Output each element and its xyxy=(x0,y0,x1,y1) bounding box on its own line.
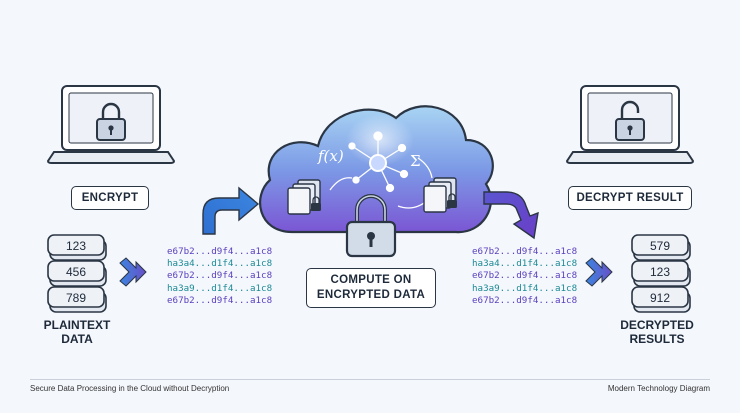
ciphertext-item: ha3a4...d1f4...a1c8 xyxy=(167,258,273,270)
open-lock-icon xyxy=(615,100,645,141)
ciphertext-list-left: e67b2...d9f4...a1c8 ha3a4...d1f4...a1c8 … xyxy=(167,246,272,307)
decrypted-label-line1: DECRYPTED xyxy=(620,318,694,332)
arrow-icon-decrypt xyxy=(483,191,539,240)
footer-caption: Secure Data Processing in the Cloud with… xyxy=(30,384,230,393)
ciphertext-item: ha3a4...d1f4...a1c8 xyxy=(472,258,578,270)
ciphertext-item: e67b2...d9f4...a1c8 xyxy=(167,294,273,306)
plaintext-value-2: 456 xyxy=(66,265,86,279)
encrypt-label: ENCRYPT xyxy=(71,186,149,210)
plaintext-label-line2: DATA xyxy=(61,332,93,346)
arrow-icon-small-right xyxy=(585,257,613,287)
closed-lock-icon xyxy=(96,102,126,141)
ciphertext-list-right: e67b2...d9f4...a1c8 ha3a4...d1f4...a1c8 … xyxy=(472,246,577,307)
decrypt-result-label: DECRYPT RESULT xyxy=(568,186,692,210)
decrypted-value-1: 579 xyxy=(650,239,670,253)
footer-tag: Modern Technology Diagram xyxy=(607,384,710,393)
arrow-icon-small-left xyxy=(119,257,147,287)
server-stack-icon-right xyxy=(631,234,691,313)
center-lock-icon xyxy=(345,194,397,258)
document-stack-icon-right xyxy=(423,177,457,213)
decrypted-label-line2: RESULTS xyxy=(629,332,685,346)
function-symbol: f(x) xyxy=(317,147,344,165)
network-node-icon xyxy=(348,131,409,193)
document-stack-icon-left xyxy=(287,179,321,215)
ciphertext-item: e67b2...d9f4...a1c8 xyxy=(472,294,578,306)
ciphertext-item: e67b2...d9f4...a1c8 xyxy=(472,270,578,282)
decrypted-results-label: DECRYPTED RESULTS xyxy=(614,318,700,346)
compute-label-line1: COMPUTE ON xyxy=(330,274,412,286)
ciphertext-item: e67b2...d9f4...a1c8 xyxy=(167,270,273,282)
ciphertext-item: e67b2...d9f4...a1c8 xyxy=(167,246,273,257)
ciphertext-item: ha3a9...d1f4...a1c8 xyxy=(472,282,578,294)
footer-divider xyxy=(30,379,710,380)
decrypted-value-2: 123 xyxy=(650,265,670,279)
plaintext-value-3: 789 xyxy=(66,291,86,305)
compute-label: COMPUTE ON ENCRYPTED DATA xyxy=(306,268,436,308)
compute-label-line2: ENCRYPTED DATA xyxy=(316,289,426,301)
plaintext-label-line1: PLAINTEXT xyxy=(43,318,111,332)
ciphertext-item: e67b2...d9f4...a1c8 xyxy=(472,246,578,257)
arrow-icon-encrypt xyxy=(202,186,260,235)
plaintext-data-label: PLAINTEXT DATA xyxy=(36,318,118,346)
ciphertext-item: ha3a9...d1f4...a1c8 xyxy=(167,282,273,294)
plaintext-value-1: 123 xyxy=(66,239,86,253)
decrypted-value-3: 912 xyxy=(650,291,670,305)
sum-symbol: Σ xyxy=(410,152,421,170)
server-stack-icon-left xyxy=(47,234,107,313)
